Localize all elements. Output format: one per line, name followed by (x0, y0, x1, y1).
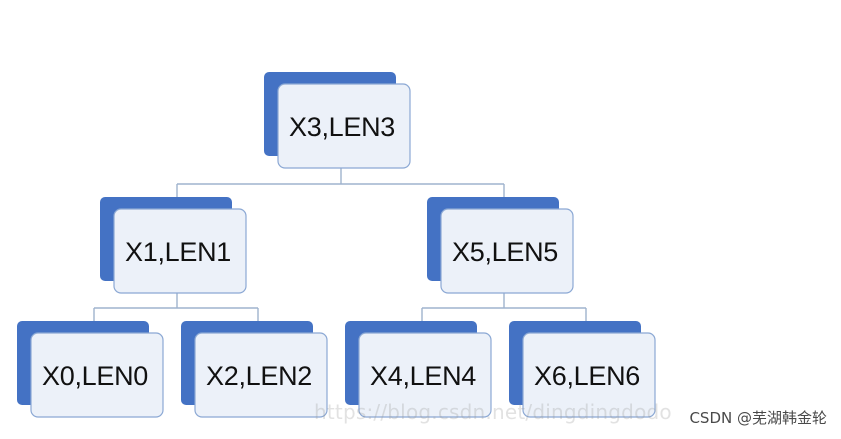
tree-node-x1: X1,LEN1 (100, 197, 247, 294)
node-card (358, 332, 492, 418)
tree-node-x4: X4,LEN4 (345, 321, 492, 418)
node-card (30, 332, 164, 418)
node-label: X5,LEN5 (452, 237, 558, 267)
watermark-credit: CSDN @芜湖韩金轮 (689, 409, 827, 427)
node-label: X2,LEN2 (206, 361, 312, 391)
watermark-url: https://blog.csdn.net/dingdingdodo (314, 400, 672, 424)
tree-connectors (93, 168, 587, 321)
node-card (522, 332, 656, 418)
tree-node-x0: X0,LEN0 (17, 321, 164, 418)
connector-x5 (421, 293, 587, 321)
node-label: X3,LEN3 (289, 112, 395, 142)
node-label: X4,LEN4 (370, 361, 476, 391)
node-label: X1,LEN1 (125, 237, 231, 267)
node-label: X0,LEN0 (42, 361, 148, 391)
node-card (277, 83, 411, 169)
node-card (113, 208, 247, 294)
connector-x3 (176, 168, 505, 197)
tree-node-x2: X2,LEN2 (181, 321, 328, 418)
node-label: X6,LEN6 (534, 361, 640, 391)
node-card (194, 332, 328, 418)
tree-node-x3: X3,LEN3 (264, 72, 411, 169)
node-card (440, 208, 574, 294)
connector-x1 (93, 293, 259, 321)
tree-node-x6: X6,LEN6 (509, 321, 656, 418)
tree-node-x5: X5,LEN5 (427, 197, 574, 294)
